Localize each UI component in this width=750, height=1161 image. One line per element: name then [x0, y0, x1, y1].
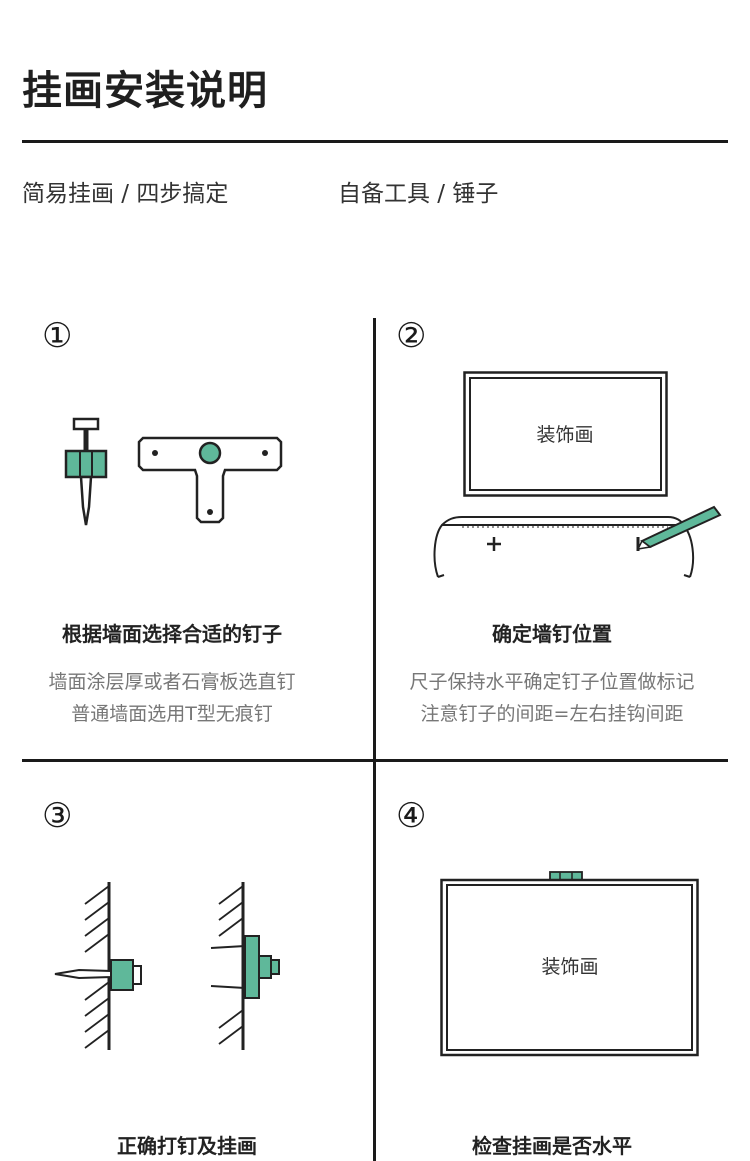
step-4-caption: 检查挂画是否水平 [472, 1134, 632, 1158]
step-2-frame-label: 装饰画 [536, 424, 593, 446]
subtitle-tools: 自备工具 / 锤子 [338, 181, 499, 207]
step-4-frame-label: 装饰画 [541, 956, 598, 978]
step-1-desc-line-2: 普通墙面选用T型无痕钉 [71, 703, 273, 725]
step-3-caption: 正确打钉及挂画 [117, 1134, 257, 1158]
step-2-desc-line-2: 注意钉子的间距=左右挂钩间距 [420, 703, 684, 725]
step-2-number: ② [396, 316, 427, 356]
t-type-nail-icon [137, 436, 283, 524]
step-1-number: ① [42, 316, 73, 356]
straight-nail-icon [64, 417, 108, 526]
vertical-divider [373, 318, 376, 1161]
ruler-and-pencil-illustration [433, 505, 722, 578]
straight-nail-in-wall-illustration [54, 882, 142, 1050]
step-4-number: ④ [396, 796, 427, 836]
middle-divider [22, 759, 728, 762]
subtitle-steps: 简易挂画 / 四步搞定 [22, 181, 229, 207]
page-title: 挂画安装说明 [22, 68, 268, 114]
picture-frame-illustration: 装饰画 [463, 371, 668, 497]
step-2-desc-line-1: 尺子保持水平确定钉子位置做标记 [409, 671, 695, 693]
t-nail-in-wall-illustration [210, 882, 280, 1050]
step-1-desc-line-1: 墙面涂层厚或者石膏板选直钉 [48, 671, 296, 693]
level-on-frame-illustration: 装饰画 [440, 871, 699, 1057]
step-1-caption: 根据墙面选择合适的钉子 [62, 622, 282, 646]
step-2-caption: 确定墙钉位置 [492, 622, 612, 646]
step-3-number: ③ [42, 796, 73, 836]
header-divider [22, 140, 728, 143]
